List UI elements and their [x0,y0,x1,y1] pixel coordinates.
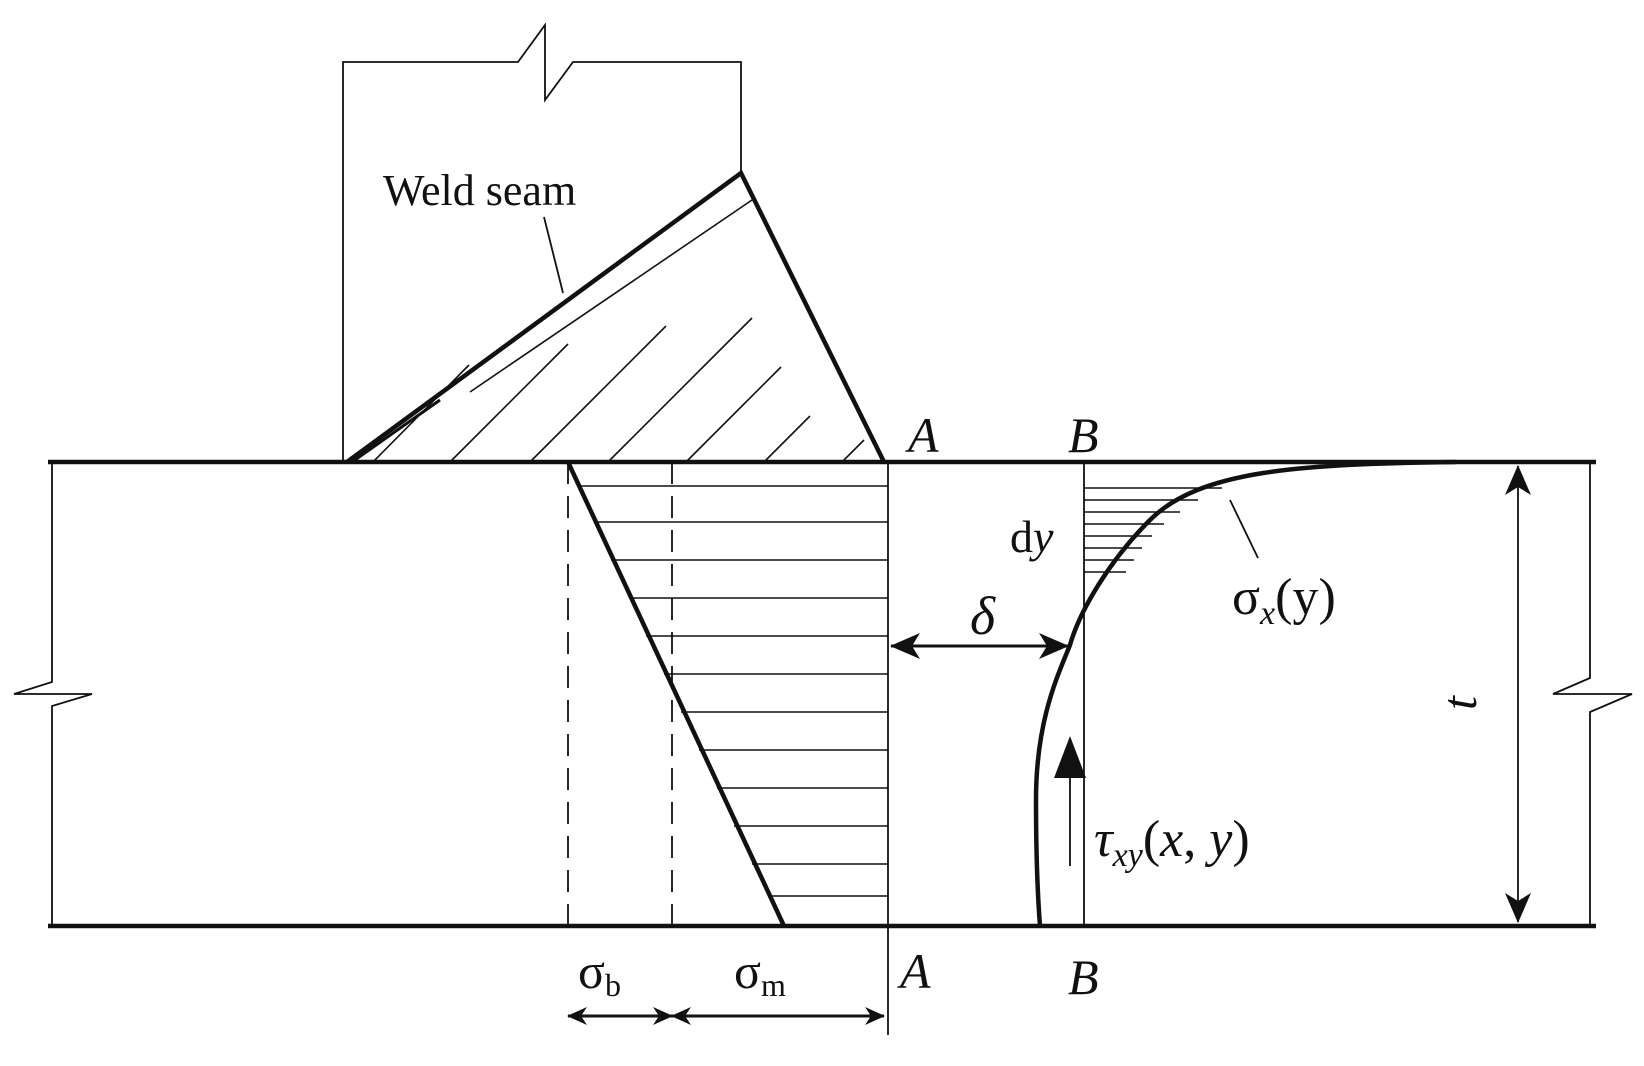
base-plate [13,459,1633,929]
section-b-bottom-label: B [1068,949,1099,1005]
sigma-x-curve [1033,459,1457,927]
delta-label: δ [970,586,996,646]
nonlinear-stress-distribution [890,459,1457,927]
linear-stress-distribution [565,461,889,1035]
plate-break-right [1552,462,1633,926]
tau-shear-arrow-head [1054,736,1086,778]
tau-xy-label: τxy(x, y) [1094,811,1250,874]
sigma-x-leader [1229,499,1259,559]
section-a-bottom-label: A [897,943,931,999]
sigma-m-label: σm [734,943,786,1003]
weld-seam-label: Weld seam [383,166,576,215]
stress-gradient-line [565,461,787,927]
attachment-plate [342,22,742,462]
weld-seam [345,169,887,464]
dy-label: dy [1010,511,1054,562]
sigma-x-label: σx(y) [1232,569,1336,632]
plate-break-left [13,462,93,926]
thickness-label: t [1431,695,1487,710]
dy-strip-hatching [1084,487,1222,573]
stress-hatching [578,485,888,897]
weld-hatching [372,199,865,463]
sigma-b-label: σb [578,943,621,1003]
section-a-top-label: A [905,407,939,463]
section-b-top-label: B [1068,407,1099,463]
weld-seam-leader [543,216,564,294]
